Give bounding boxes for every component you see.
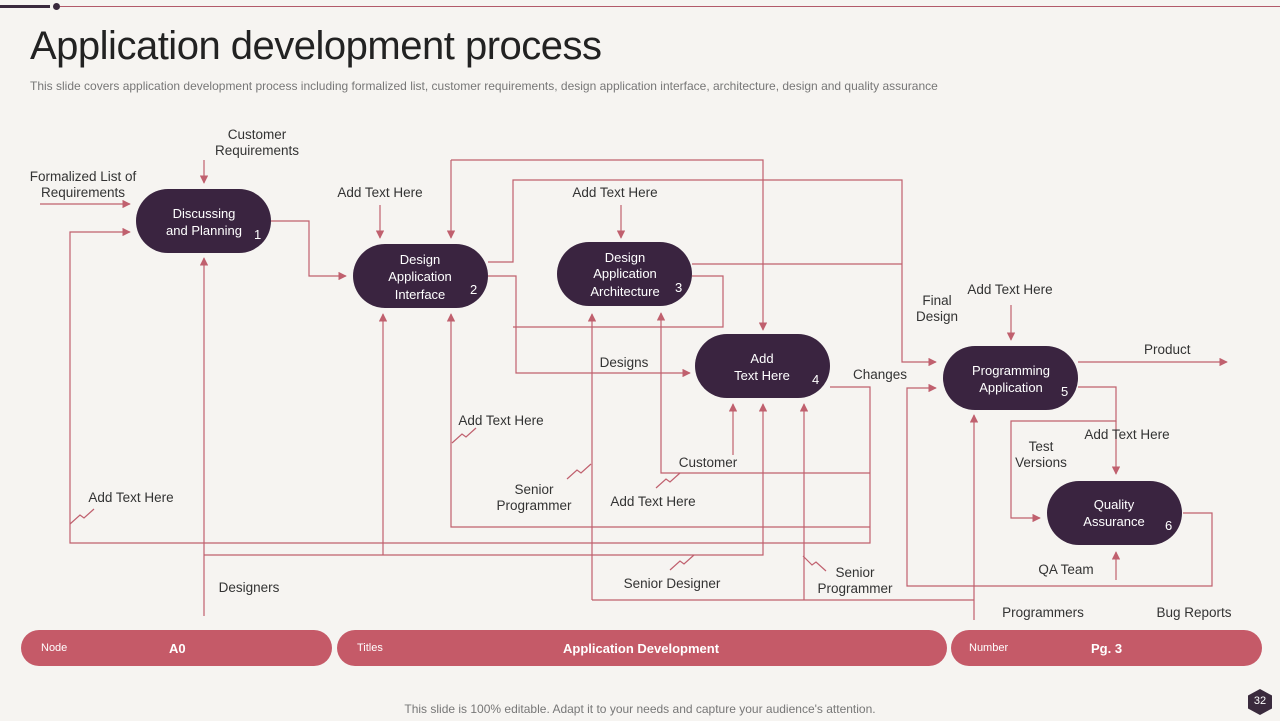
process-node-5: Programming Application 5: [943, 346, 1078, 410]
page-title: Application development process: [30, 24, 602, 68]
label-final-design-1: Final: [922, 293, 951, 308]
label-bug-reports: Bug Reports: [1156, 605, 1231, 620]
label-add-text-5: Add Text Here: [1084, 427, 1169, 442]
label-final-design-2: Design: [916, 309, 958, 324]
top-rule: [0, 3, 1280, 10]
label-designers: Designers: [219, 580, 280, 595]
page-number-badge: 32: [1246, 688, 1274, 716]
node-2-number: 2: [470, 282, 477, 297]
node-6-line-1: Quality: [1094, 497, 1135, 512]
footer-node-key: Node: [41, 642, 68, 654]
label-test-versions-2: Versions: [1015, 455, 1067, 470]
node-1-number: 1: [254, 227, 261, 242]
label-add-text-1: Add Text Here: [337, 185, 422, 200]
label-add-text-2: Add Text Here: [572, 185, 657, 200]
label-designs: Designs: [600, 355, 649, 370]
process-node-1: Discussing and Planning 1: [136, 189, 271, 253]
node-5-number: 5: [1061, 384, 1068, 399]
label-formalized-list-2: Requirements: [41, 185, 125, 200]
process-node-2: Design Application Interface 2: [353, 244, 488, 308]
label-senior-designer: Senior Designer: [624, 576, 721, 591]
label-customer: Customer: [679, 455, 738, 470]
footer-titles-key: Titles: [357, 642, 383, 654]
node-2-line-1: Design: [400, 252, 440, 267]
footer-note: This slide is 100% editable. Adapt it to…: [404, 702, 876, 716]
label-senior-programmer-2a: Senior: [835, 565, 875, 580]
footer-node-pill: Node A0: [21, 630, 332, 666]
label-add-text-3: Add Text Here: [967, 282, 1052, 297]
process-node-4: Add Text Here 4: [695, 334, 830, 398]
label-add-text-6: Add Text Here: [610, 494, 695, 509]
node-4-line-1: Add: [750, 351, 773, 366]
node-3-line-3: Architecture: [590, 284, 659, 299]
label-customer-requirements-2: Requirements: [215, 143, 299, 158]
node-6-number: 6: [1165, 518, 1172, 533]
label-customer-requirements-1: Customer: [228, 127, 287, 142]
footer-number-pill: Number Pg. 3: [951, 630, 1262, 666]
node-3-line-2: Application: [593, 266, 657, 281]
node-3-number: 3: [675, 280, 682, 295]
connector-lines: [40, 159, 1228, 620]
top-rule-dot: [53, 3, 60, 10]
page-subtitle: This slide covers application developmen…: [30, 79, 938, 93]
process-node-6: Quality Assurance 6: [1047, 481, 1182, 545]
hexagon-icon: [1248, 689, 1272, 715]
label-changes: Changes: [853, 367, 907, 382]
label-senior-programmer-1a: Senior: [514, 482, 554, 497]
label-formalized-list-1: Formalized List of: [30, 169, 137, 184]
footer-node-value: A0: [169, 641, 186, 656]
label-qa-team: QA Team: [1038, 562, 1093, 577]
top-rule-line: [60, 6, 1280, 7]
node-3-line-1: Design: [605, 250, 645, 265]
label-test-versions-1: Test: [1029, 439, 1054, 454]
label-senior-programmer-1b: Programmer: [496, 498, 572, 513]
label-senior-programmer-2b: Programmer: [817, 581, 893, 596]
label-programmers: Programmers: [1002, 605, 1084, 620]
footer-number-key: Number: [969, 642, 1009, 654]
node-6-line-2: Assurance: [1083, 514, 1144, 529]
label-product: Product: [1144, 342, 1191, 357]
page-number: 32: [1253, 695, 1267, 707]
footer-titles-value: Application Development: [563, 641, 720, 656]
node-4-line-2: Text Here: [734, 368, 790, 383]
node-4-number: 4: [812, 372, 819, 387]
node-2-line-2: Application: [388, 269, 452, 284]
top-rule-accent: [0, 5, 50, 8]
node-1-line-1: Discussing: [173, 206, 236, 221]
label-add-text-7: Add Text Here: [88, 490, 173, 505]
node-2-line-3: Interface: [395, 287, 446, 302]
footer-titles-pill: Titles Application Development: [337, 630, 947, 666]
node-5-line-1: Programming: [972, 363, 1050, 378]
node-5-line-2: Application: [979, 380, 1043, 395]
node-1-line-2: and Planning: [166, 223, 242, 238]
footer-number-value: Pg. 3: [1091, 641, 1123, 656]
label-add-text-4: Add Text Here: [458, 413, 543, 428]
process-node-3: Design Application Architecture 3: [557, 242, 692, 306]
